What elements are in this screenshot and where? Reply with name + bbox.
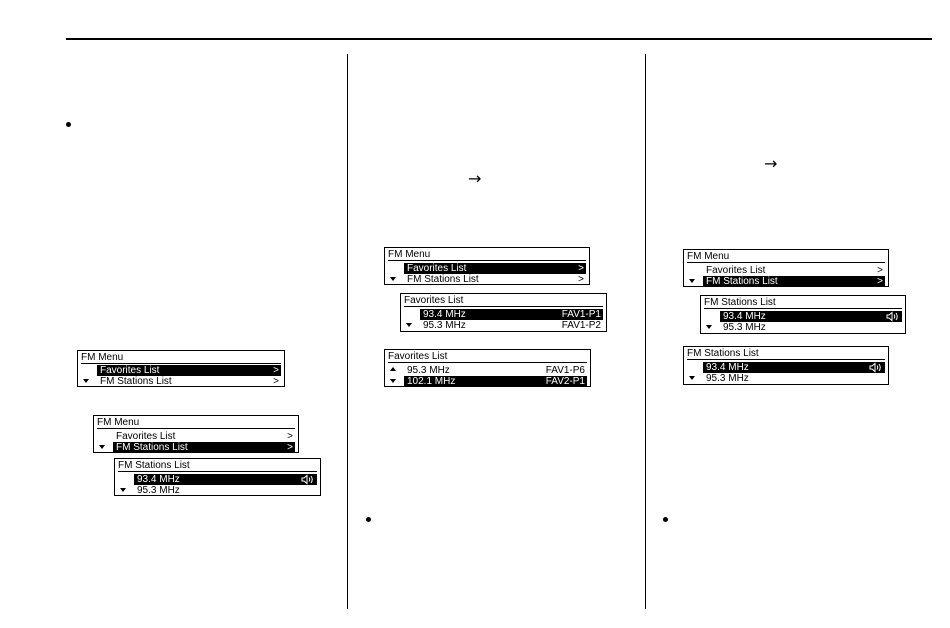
lcd-fm-menu-stations: FM Menu Favorites List > FM Stations Lis… — [93, 415, 299, 453]
lcd-row-2: 102.1 MHz FAV2-P1 — [388, 376, 587, 387]
lcd-title: FM Menu — [388, 249, 431, 260]
lcd-row-1: 93.4 MHz — [704, 311, 902, 322]
scroll-down-icon — [99, 445, 105, 449]
lcd-row-2: 95.3 MHz — [118, 485, 317, 496]
lcd-favorites-list-a: Favorites List 93.4 MHz FAV1-P1 95.3 MHz… — [400, 293, 607, 332]
lcd-fm-stations-list-col3b: FM Stations List 93.4 MHz 95.3 MHz — [683, 346, 889, 385]
scroll-down-icon — [406, 323, 412, 327]
bullet-col2 — [366, 517, 371, 522]
lcd-fm-stations-list-col3a: FM Stations List 93.4 MHz 95.3 MHz — [700, 295, 906, 334]
lcd-title: FM Stations List — [704, 297, 776, 308]
lcd-fm-menu-favorites: FM Menu Favorites List > FM Stations Lis… — [77, 350, 285, 387]
arrow-col2: → — [468, 169, 482, 188]
lcd-title: Favorites List — [404, 295, 464, 306]
scroll-up-icon — [390, 367, 396, 371]
arrow-col3: → — [764, 154, 778, 173]
lcd-title: FM Menu — [97, 417, 140, 428]
bullet-col3 — [663, 517, 668, 522]
speaker-icon — [886, 311, 898, 322]
lcd-row-2: FM Stations List > — [388, 274, 586, 285]
lcd-row-1: 93.4 MHz FAV1-P1 — [404, 309, 603, 320]
top-rule — [66, 38, 932, 40]
lcd-fm-menu-stations-col3: FM Menu Favorites List > FM Stations Lis… — [683, 249, 889, 287]
lcd-fm-stations-list: FM Stations List 93.4 MHz 95.3 MHz — [114, 458, 321, 496]
lcd-row-2: 95.3 MHz FAV1-P2 — [404, 320, 603, 331]
lcd-title: FM Stations List — [118, 460, 190, 471]
lcd-row-2: 95.3 MHz — [687, 373, 885, 384]
lcd-row-1: Favorites List > — [116, 431, 293, 442]
lcd-favorites-list-b: Favorites List 95.3 MHz FAV1-P6 102.1 MH… — [384, 349, 591, 387]
speaker-icon — [301, 474, 313, 485]
lcd-title: FM Menu — [687, 251, 730, 262]
lcd-row-1: Favorites List > — [388, 263, 586, 274]
scroll-down-icon — [706, 325, 712, 329]
scroll-down-icon — [390, 277, 396, 281]
column-divider-1 — [347, 54, 348, 609]
lcd-row-1: Favorites List > — [706, 265, 883, 276]
bullet-col1 — [66, 122, 71, 127]
lcd-row-1: 95.3 MHz FAV1-P6 — [388, 365, 587, 376]
lcd-row-2: FM Stations List > — [97, 442, 295, 453]
lcd-row-2: 95.3 MHz — [704, 322, 902, 333]
column-divider-2 — [645, 54, 646, 609]
scroll-down-icon — [120, 488, 126, 492]
scroll-down-icon — [390, 379, 396, 383]
scroll-down-icon — [689, 376, 695, 380]
lcd-title: FM Menu — [81, 352, 124, 363]
lcd-row-1: 93.4 MHz — [687, 362, 885, 373]
lcd-title: FM Stations List — [687, 348, 759, 359]
lcd-row-1: Favorites List > — [81, 365, 281, 376]
scroll-down-icon — [83, 379, 89, 383]
lcd-fm-menu-favorites-col2: FM Menu Favorites List > FM Stations Lis… — [384, 247, 590, 285]
lcd-title: Favorites List — [388, 351, 448, 362]
speaker-icon — [869, 362, 881, 373]
lcd-row-2: FM Stations List > — [81, 376, 281, 387]
scroll-down-icon — [689, 279, 695, 283]
lcd-row-2: FM Stations List > — [687, 276, 885, 287]
lcd-row-1: 93.4 MHz — [118, 474, 317, 485]
